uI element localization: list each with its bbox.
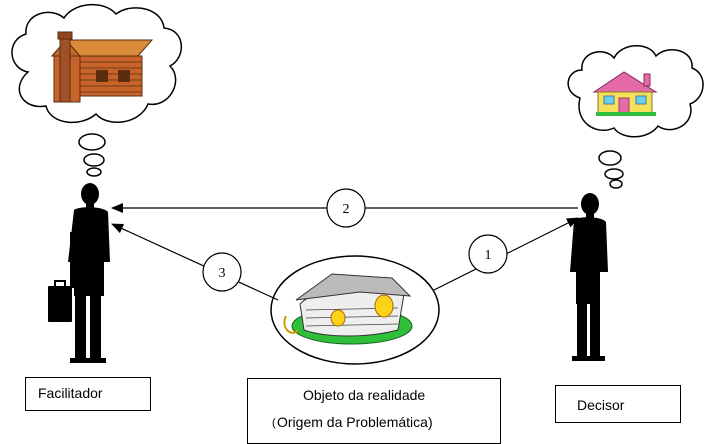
right-thought-cloud — [567, 45, 704, 189]
decisor-label: Decisor — [577, 397, 625, 413]
object-label-line1: Objeto da realidade — [303, 387, 426, 403]
arrow-3-badge: 3 — [202, 252, 242, 292]
log-cabin-icon — [50, 31, 154, 103]
facilitator-label: Facilitador — [38, 385, 103, 401]
object-label-line2: Origem da Problemática) — [277, 414, 433, 430]
facilitator-label-box — [25, 377, 151, 411]
decisor-label-box — [555, 385, 681, 423]
arrow-2-number: 2 — [343, 202, 350, 217]
object-label-paren: ( — [272, 417, 276, 429]
arrow-3-line — [111, 223, 279, 301]
arrow-2-badge: 2 — [326, 188, 366, 228]
ruined-house-icon — [283, 273, 413, 345]
facilitator-silhouette — [48, 183, 110, 363]
arrow-3-number: 3 — [219, 266, 226, 281]
arrow-1-badge: 1 — [468, 234, 508, 274]
decisor-silhouette — [570, 193, 608, 361]
house-icon — [592, 71, 658, 116]
arrow-1-number: 1 — [485, 248, 492, 263]
